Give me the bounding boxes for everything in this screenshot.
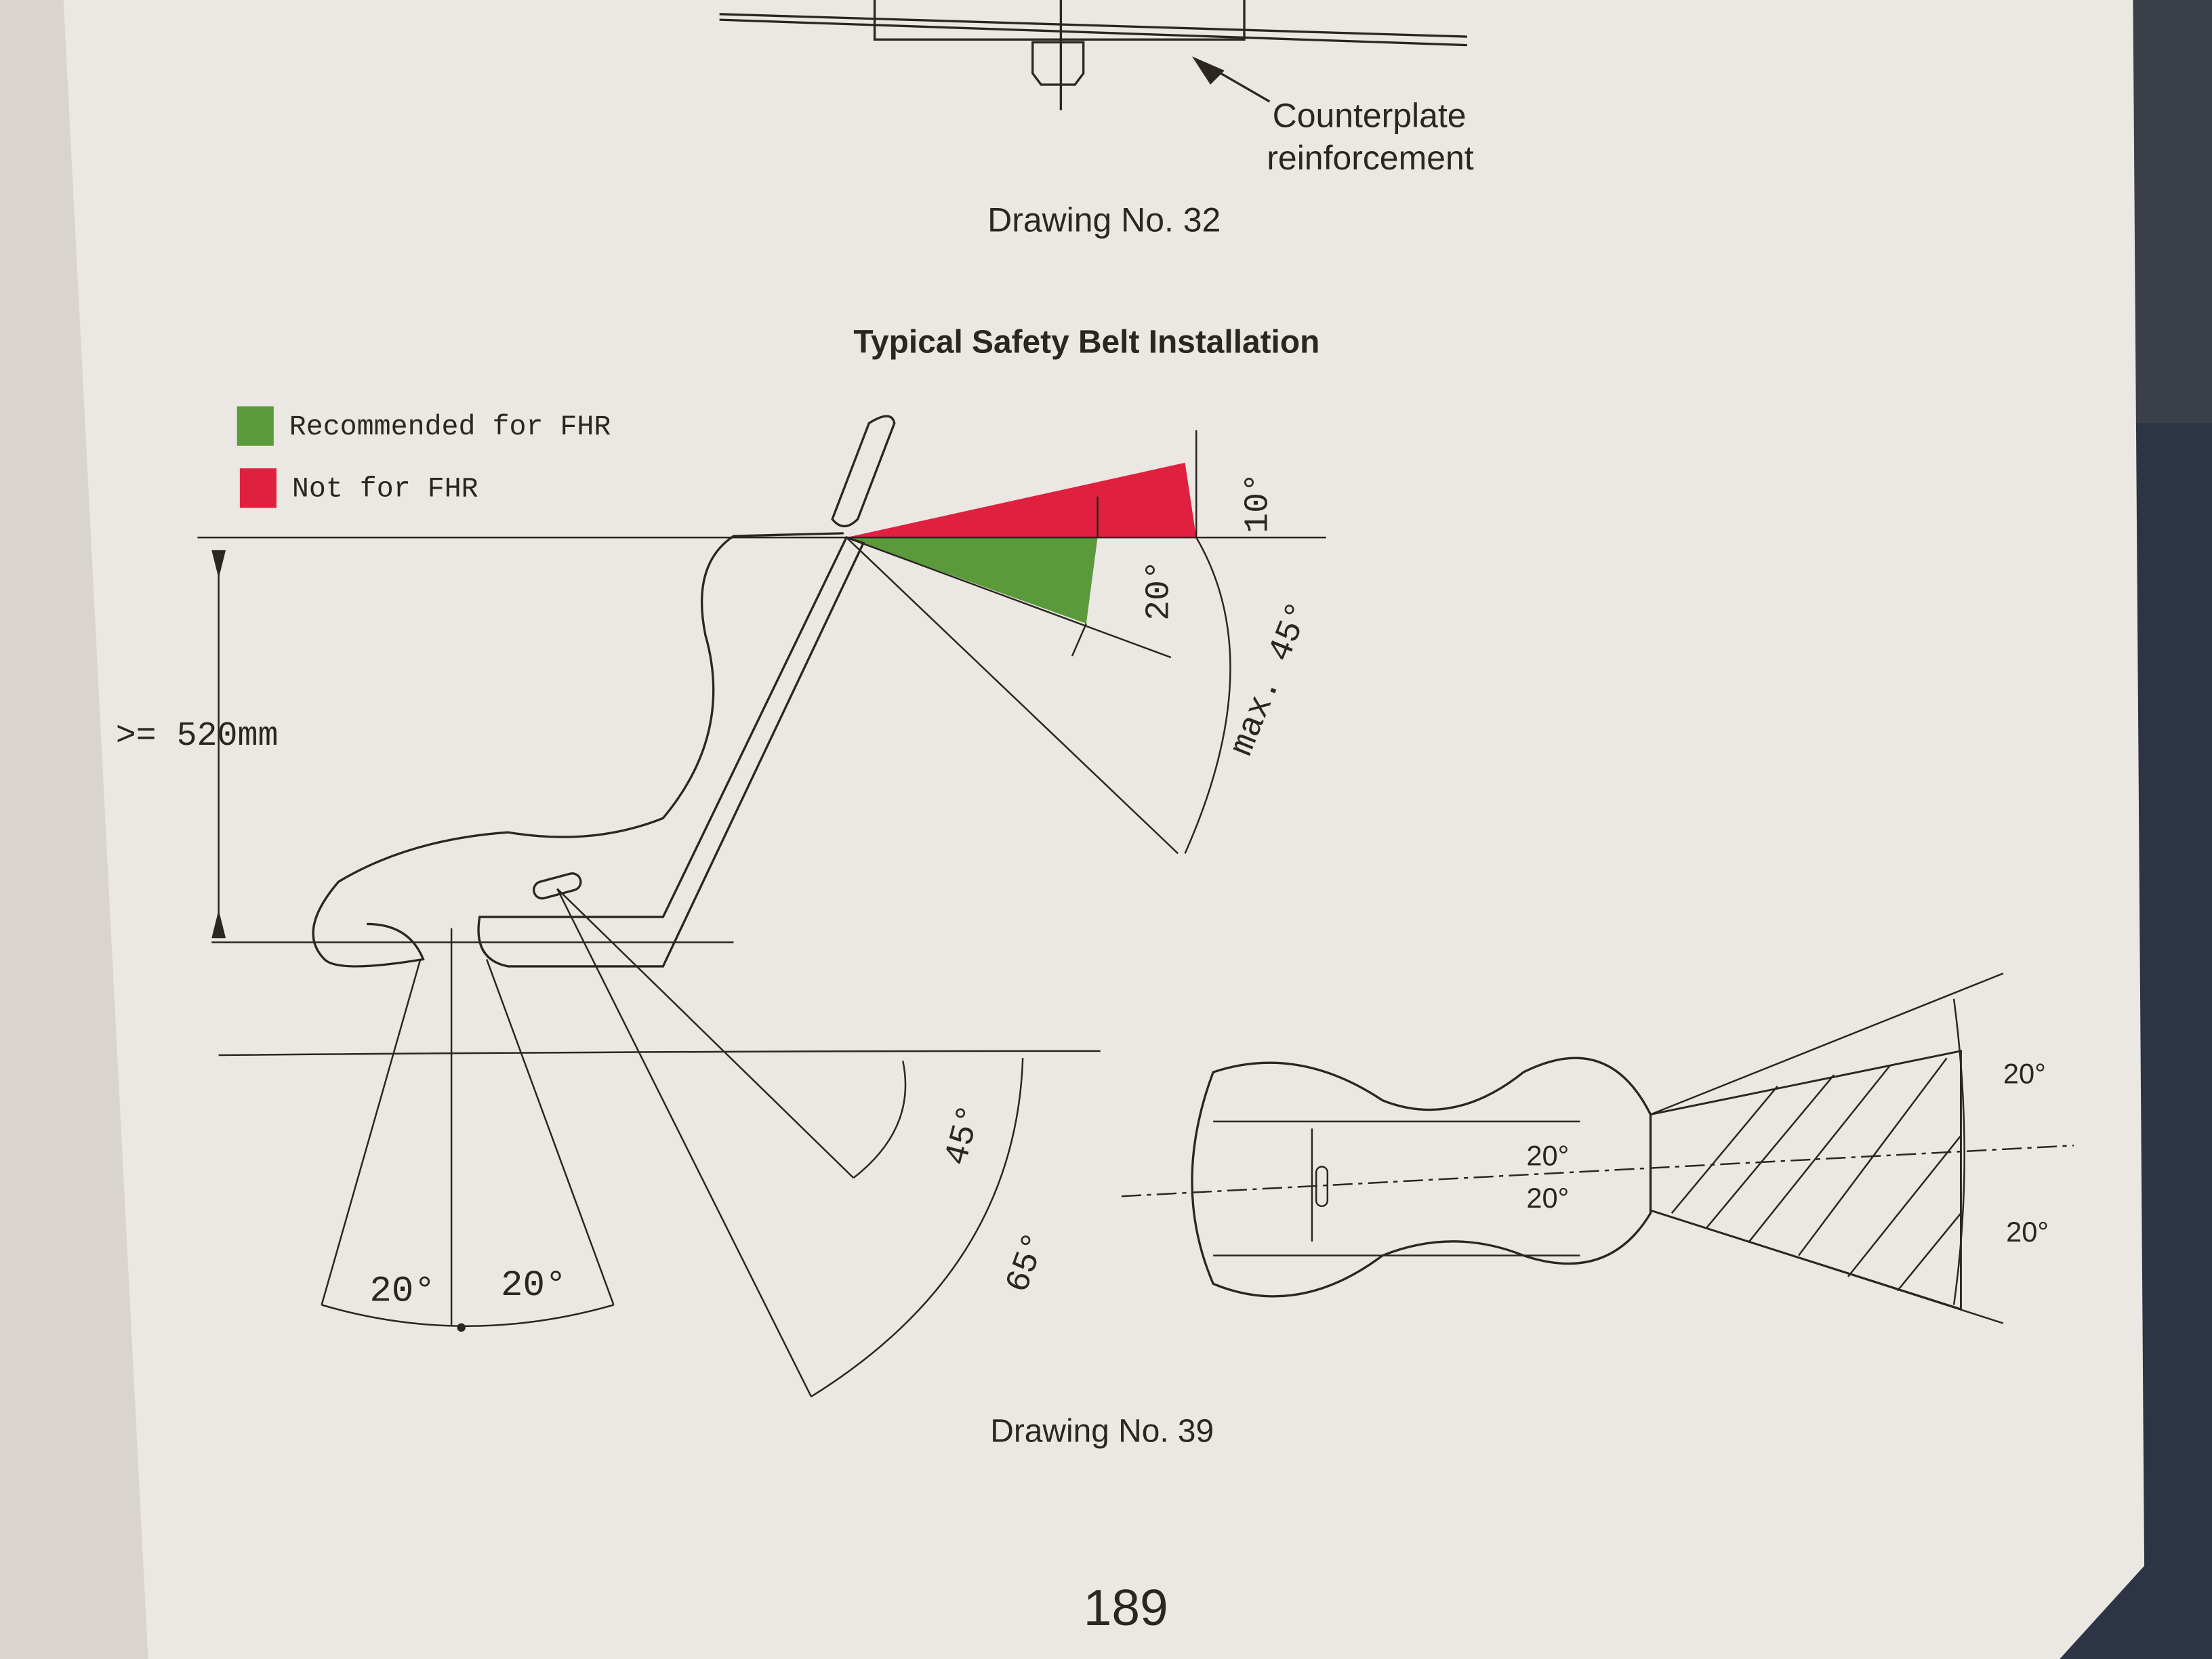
height-label: >= 520mm	[116, 716, 279, 755]
angle-label-green: 20°	[1140, 560, 1179, 621]
angle-label-crotch-left: 20°	[369, 1271, 435, 1312]
recommended-sector	[846, 537, 1098, 624]
arrow-icon	[211, 909, 226, 939]
legend-label-recommended: Recommended for FHR	[289, 411, 611, 443]
callout-line2: reinforcement	[1267, 139, 1473, 177]
paper-page	[63, 0, 2145, 1659]
angle-label-inner-lower: 20°	[1526, 1182, 1569, 1214]
drawing-32-caption: Drawing No. 32	[987, 201, 1221, 239]
callout-line1: Counterplate	[1273, 96, 1467, 134]
facing-page-edge	[0, 0, 155, 1659]
angle-label-inner-upper: 20°	[1526, 1139, 1569, 1171]
legend-label-not-recommended: Not for FHR	[292, 473, 478, 506]
angle-label-outer-upper: 20°	[2003, 1058, 2046, 1090]
angle-label-crotch-right: 20°	[501, 1265, 567, 1307]
arrow-icon	[1191, 56, 1225, 85]
diagram-title: Typical Safety Belt Installation	[853, 324, 1319, 360]
drawing-32: Counterplate reinforcement Drawing No. 3…	[719, 0, 1474, 239]
not-recommended-sector	[846, 462, 1197, 538]
arrow-icon	[211, 550, 226, 579]
top-view-diagram: 20° 20° 20° 20°	[1121, 972, 2074, 1324]
angle-label-red: 10°	[1238, 472, 1277, 533]
legend: Recommended for FHR Not for FHR	[237, 406, 611, 508]
background-object	[2130, 0, 2212, 424]
angle-label-outer-lower: 20°	[2006, 1216, 2049, 1248]
legend-swatch-not-recommended	[239, 468, 276, 508]
legend-swatch-recommended	[237, 406, 274, 446]
drawing-39-caption: Drawing No. 39	[990, 1413, 1214, 1449]
page-number: 189	[1084, 1579, 1168, 1636]
